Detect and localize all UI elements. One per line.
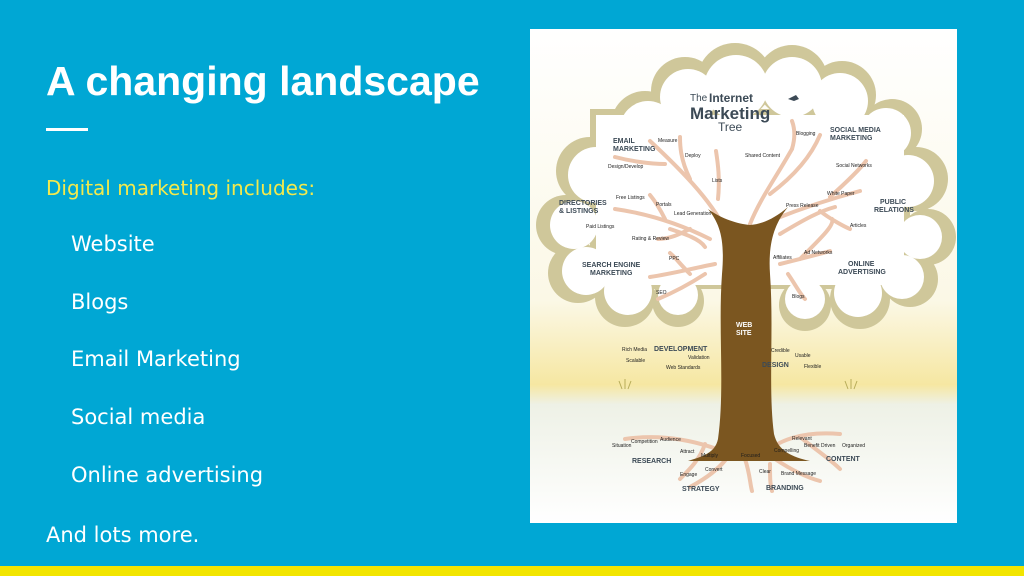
intro-text: Digital marketing includes:	[46, 176, 316, 200]
leaf-label: Lists	[712, 178, 723, 184]
category-label: PUBLIC	[880, 199, 906, 206]
category-label: EMAIL	[613, 138, 636, 145]
leaf-label: Articles	[850, 223, 867, 229]
leaf-label: Ad Networks	[804, 250, 833, 256]
leaf-label: Organized	[842, 443, 865, 449]
category-label: SOCIAL MEDIA	[830, 127, 881, 134]
list-item: Social media	[71, 405, 206, 430]
outro-text: And lots more.	[46, 523, 200, 547]
title-underline	[46, 128, 88, 131]
category-label: CONTENT	[826, 456, 861, 463]
category-label: STRATEGY	[682, 486, 720, 493]
leaf-label: Competition	[631, 439, 658, 445]
list-item: Website	[71, 232, 155, 256]
logo-text-small: The	[690, 93, 708, 104]
leaf-label: Compelling	[774, 448, 799, 454]
leaf-label: Clear	[759, 469, 771, 475]
leaf-label: Social Networks	[836, 163, 872, 169]
leaf-label: Shared Content	[745, 153, 781, 159]
leaf-label: Focused	[741, 453, 760, 459]
category-label: MARKETING	[590, 270, 633, 277]
leaf-label: Design/Develop	[608, 164, 644, 170]
leaf-label: Relevant	[792, 436, 812, 442]
logo-text-internet: Internet	[709, 91, 753, 105]
leaf-label: Brand Message	[781, 471, 816, 477]
leaf-label: Blogs	[792, 294, 805, 300]
footer-accent-bar	[0, 566, 1024, 576]
leaf-label: Press Release	[786, 203, 819, 209]
list-item: Email Marketing	[71, 347, 241, 372]
category-label: DEVELOPMENT	[654, 346, 708, 353]
leaf-label: Flexible	[804, 364, 821, 370]
tree-trunk	[688, 207, 810, 461]
list-item: Blogs	[71, 289, 129, 314]
leaf-label: Rating & Review	[632, 236, 669, 242]
category-label: RESEARCH	[632, 458, 671, 465]
bird-icon	[788, 95, 799, 101]
trunk-label: SITE	[736, 330, 752, 337]
leaf-label: Credible	[771, 348, 790, 354]
leaf-label: Audience	[660, 437, 681, 443]
grass	[618, 379, 858, 390]
leaf-label: Measure	[658, 138, 678, 144]
leaf-label: Situation	[612, 443, 632, 449]
category-label: ADVERTISING	[838, 269, 886, 276]
category-label: & LISTINGS	[559, 208, 599, 215]
leaf-label: PPC	[669, 256, 680, 262]
leaf-label: Benefit Driven	[804, 443, 836, 449]
category-label: MARKETING	[830, 135, 873, 142]
bullet-list: Website Blogs Email Marketing Social med…	[71, 230, 263, 518]
leaf-label: White Paper	[827, 191, 855, 197]
leaf-label: Engage	[680, 472, 697, 478]
leaf-label: Rich Media	[622, 347, 647, 353]
slide-title: A changing landscape	[46, 58, 480, 104]
leaf-label: Convert	[705, 467, 723, 473]
category-label: DIRECTORIES	[559, 200, 607, 207]
leaf-label: Deploy	[685, 153, 701, 159]
category-label: SEARCH ENGINE	[582, 262, 641, 269]
tree-illustration: WEB SITE The Internet Marketing Tree EMA…	[530, 29, 957, 523]
leaf-label: Multiply	[701, 453, 718, 459]
category-label: DESIGN	[762, 362, 789, 369]
leaf-label: Paid Listings	[586, 224, 615, 230]
leaf-label: Portals	[656, 202, 672, 208]
category-label: RELATIONS	[874, 207, 914, 214]
logo-text-marketing: Marketing	[690, 104, 770, 123]
leaf-label: Attract	[680, 449, 695, 455]
leaf-label: Affiliates	[773, 255, 792, 261]
internet-marketing-tree-image: WEB SITE The Internet Marketing Tree EMA…	[530, 29, 957, 523]
leaf-label: Web Standards	[666, 365, 701, 371]
leaf-label: SEO	[656, 290, 667, 296]
logo-text-tree: Tree	[718, 120, 743, 134]
leaf-label: Validation	[688, 355, 710, 361]
leaf-label: Scalable	[626, 358, 645, 364]
category-label: ONLINE	[848, 261, 875, 268]
trunk-label: WEB	[736, 322, 752, 329]
list-item: Online advertising	[71, 462, 264, 487]
category-label: MARKETING	[613, 146, 656, 153]
leaf-label: Lead Generation	[674, 211, 711, 217]
category-label: BRANDING	[766, 485, 804, 492]
leaf-label: Free Listings	[616, 195, 645, 201]
leaf-label: Usable	[795, 353, 811, 359]
leaf-label: Blogging	[796, 131, 816, 137]
